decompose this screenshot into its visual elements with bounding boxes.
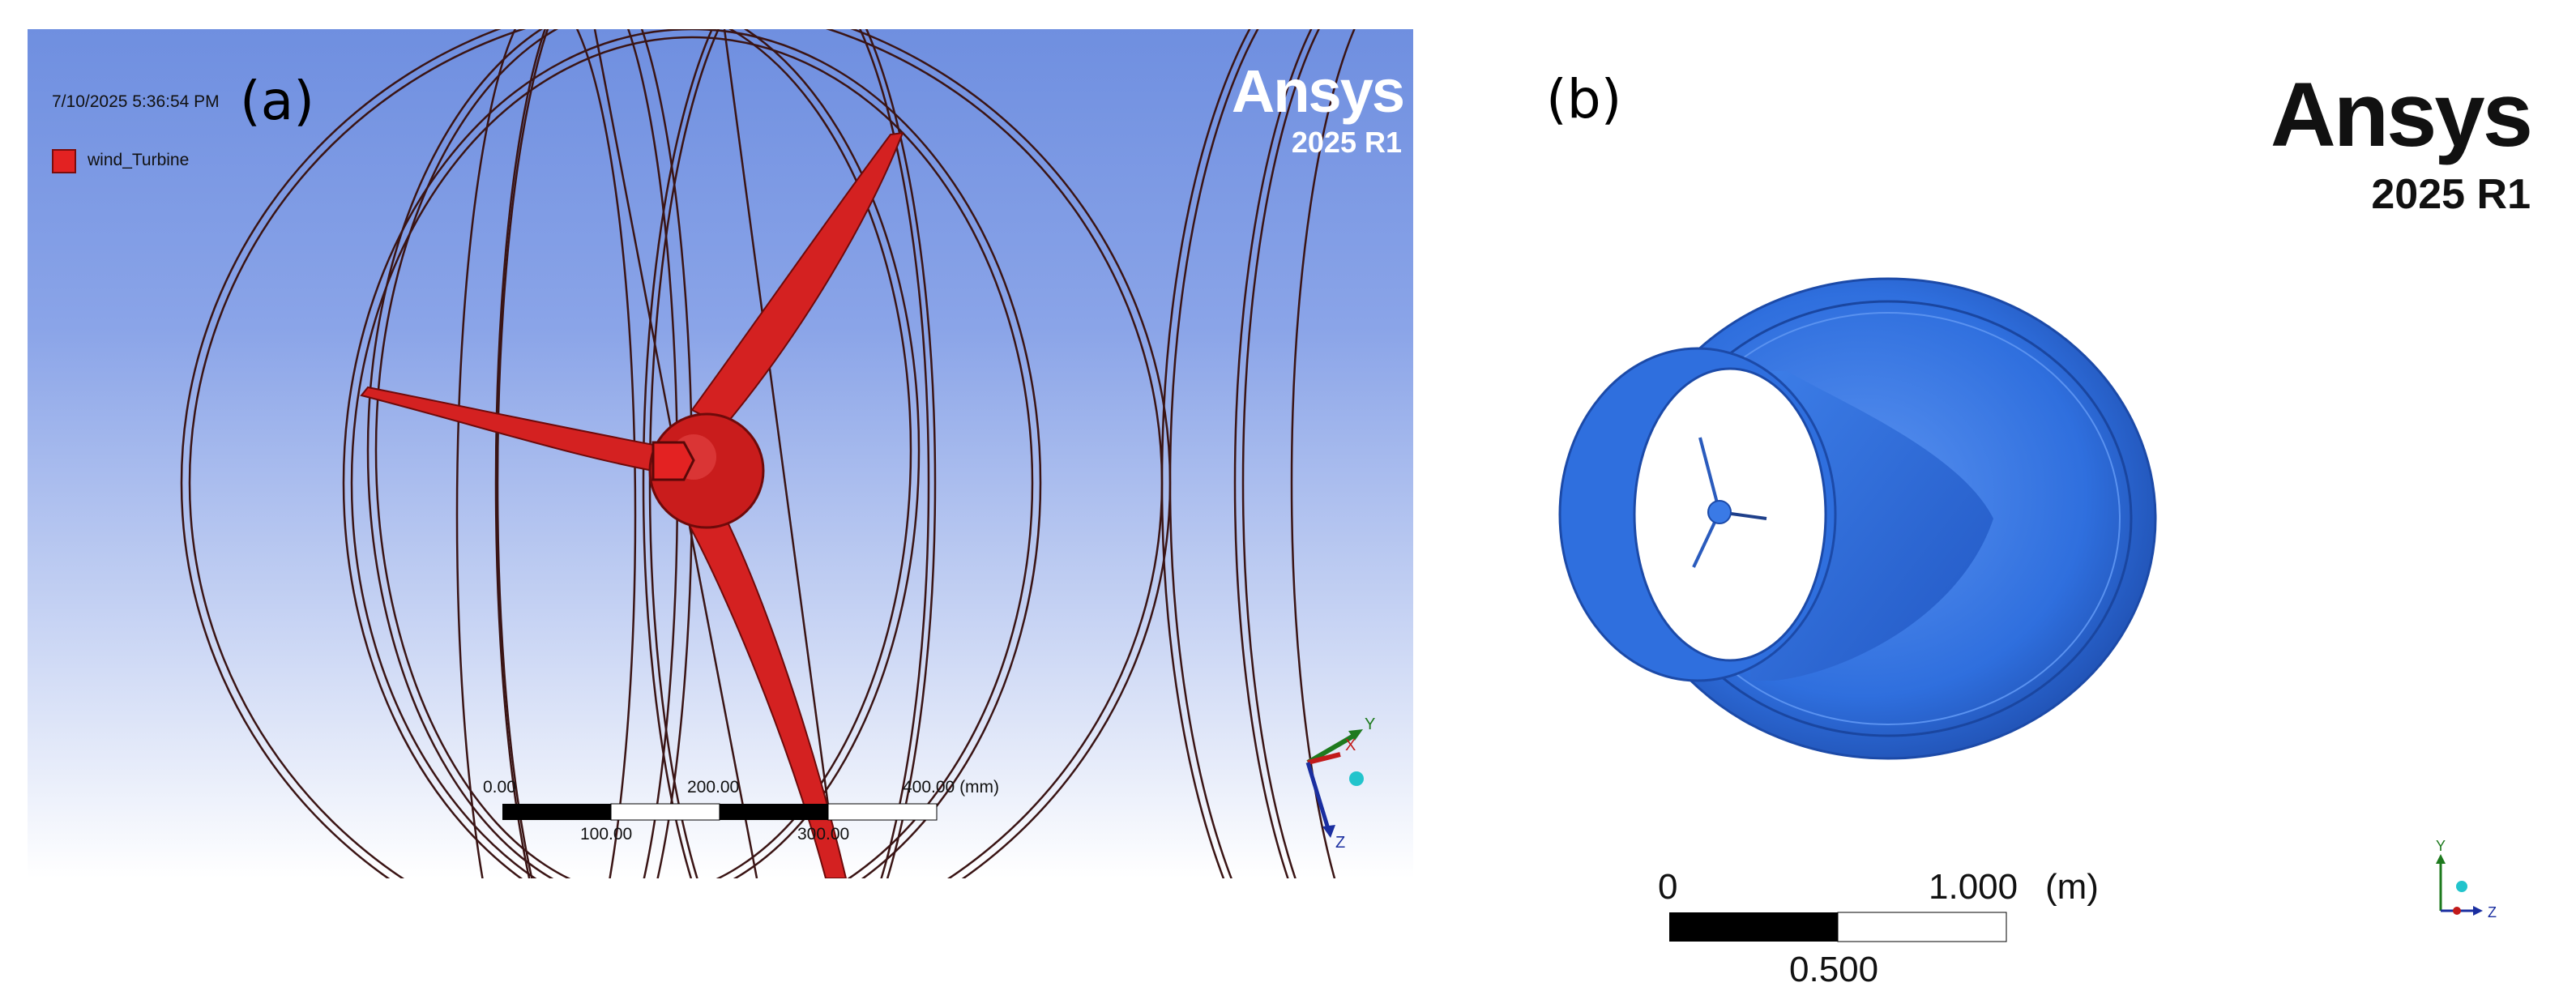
turbine-blade-lower [682,506,848,878]
domain-outline-wireframe [180,29,1356,878]
ansys-logo-b: Ansys [2270,64,2533,165]
scale-bar-b [1669,912,2007,942]
triad-b-z-label: Z [2488,904,2497,920]
coordinate-triad-b-icon: Y Z [2436,838,2497,920]
coordinate-triad-icon: Y X Z [1305,715,1375,852]
diffuser-geometry-view: Y Z [1558,277,2497,942]
scale-b-unit: (m) [2045,867,2099,907]
figure-label-b: (b) [1546,68,1622,130]
scale-label-400: 400.00 (mm) [903,778,1000,797]
ansys-logo: Ansys [1231,58,1405,125]
wind-turbine-model [360,131,904,878]
turbine-geometry-view: Y X Z [180,29,1375,878]
scale-b-label-500: 0.500 [1789,950,1879,989]
triad-z-label: Z [1335,834,1345,852]
timestamp: 7/10/2025 5:36:54 PM [52,92,220,111]
scale-label-200: 200.00 [687,778,740,797]
triad-y-label: Y [1365,715,1375,733]
viewport-panel-b[interactable]: Y Z (b) Ansys 2025 R1 0 1.000 (m) 0.500 [1507,0,2576,1008]
triad-b-y-label: Y [2436,838,2446,854]
selection-marker-icon [651,441,695,481]
scale-label-0: 0.00 [483,778,516,797]
diffuser-model [1558,277,2157,760]
scale-label-100: 100.00 [580,825,633,844]
figure-label-a: (a) [240,70,314,132]
ansys-version-b: 2025 R1 [2371,171,2531,218]
viewport-panel-a[interactable]: Y X Z (a) 7/10/2025 5:36:54 PM wind_Turb… [28,29,1413,878]
legend-swatch[interactable] [52,149,76,173]
ansys-version: 2025 R1 [1291,126,1402,159]
turbine-blade-upper [690,131,904,428]
scale-label-300: 300.00 [797,825,850,844]
scale-b-label-1000: 1.000 [1929,867,2019,907]
triad-x-label: X [1345,737,1356,754]
turbine-blade-left [360,386,686,476]
legend-label[interactable]: wind_Turbine [88,151,190,169]
scale-b-label-0: 0 [1658,867,1678,907]
scale-bar [502,803,938,821]
